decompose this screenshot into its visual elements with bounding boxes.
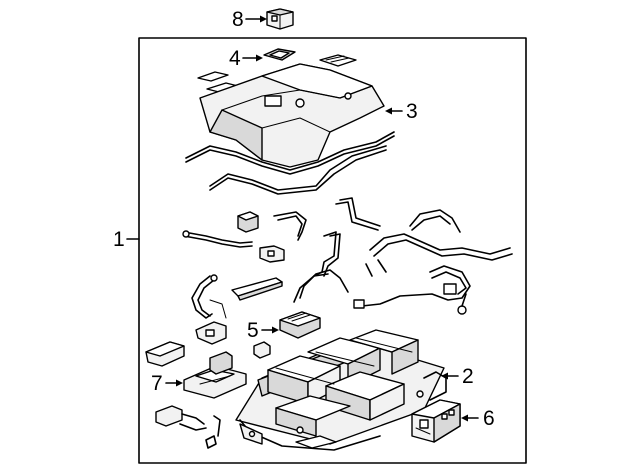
- callout-3-number: 3: [406, 100, 418, 123]
- callout-2-number: 2: [462, 365, 474, 388]
- callout-4-number: 4: [229, 47, 241, 70]
- harness-clip-tall: [313, 197, 381, 277]
- rail-bracket: [231, 277, 283, 301]
- clip-bracket: [205, 415, 221, 449]
- callout-7-arrowhead: [176, 379, 183, 387]
- wiring-bracket-left: [182, 230, 253, 248]
- label-plate: [295, 435, 337, 449]
- coolant-hose: [293, 269, 349, 303]
- harness-clip-small: [273, 211, 307, 241]
- fuse-block: [237, 211, 259, 233]
- mounting-bracket-part: [183, 351, 247, 399]
- callout-7-number: 7: [151, 372, 163, 395]
- assembly-frame: [138, 37, 527, 464]
- battery-pack-part: [235, 329, 447, 451]
- cable-with-bracket: [191, 274, 227, 345]
- junction-box-part: [411, 399, 461, 443]
- callout-3-arrowhead: [385, 107, 392, 115]
- callout-6-arrowhead: [461, 414, 468, 422]
- callout-4-arrowhead: [256, 54, 263, 62]
- callout-5-arrowhead: [272, 326, 279, 334]
- battery-cover-part: [185, 54, 395, 195]
- control-module-part: [279, 311, 321, 339]
- small-relay: [253, 341, 271, 359]
- sensor-bracket: [259, 245, 285, 263]
- relay-part: [266, 8, 294, 30]
- support-bracket: [145, 341, 185, 367]
- callout-5-number: 5: [247, 319, 259, 342]
- callout-8-arrowhead: [260, 15, 267, 23]
- cover-seal-part: [263, 48, 296, 61]
- sensor-harness: [155, 405, 207, 431]
- main-wiring-harness: [353, 209, 513, 315]
- callout-6-number: 6: [483, 407, 495, 430]
- callout-1-number: 1: [113, 228, 125, 251]
- callout-8-number: 8: [232, 8, 244, 31]
